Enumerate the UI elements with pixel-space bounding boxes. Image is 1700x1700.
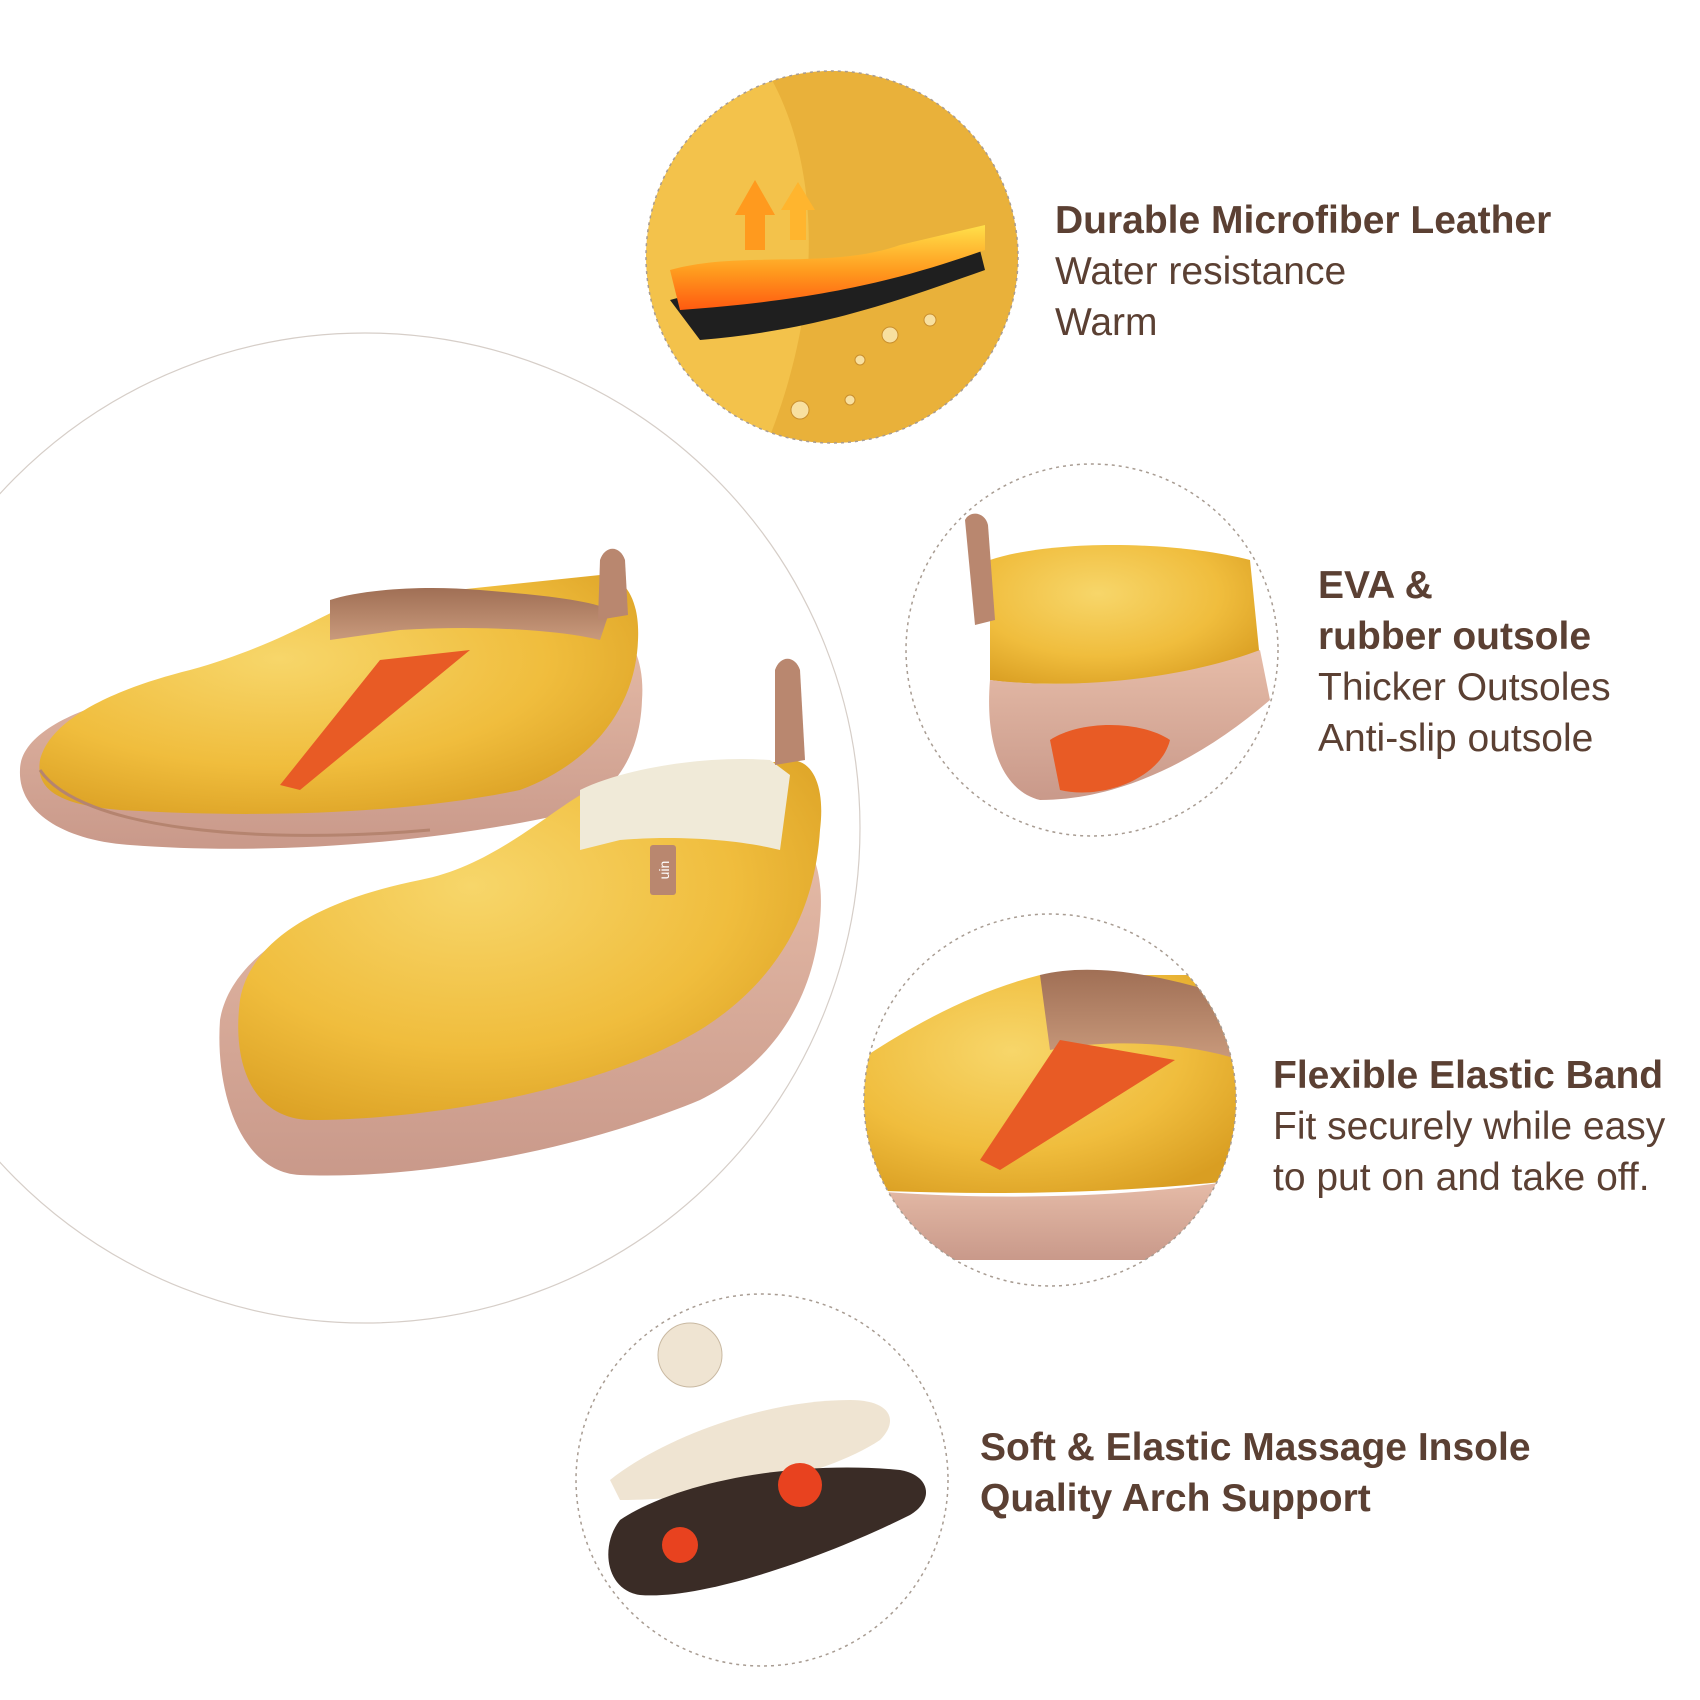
feature-insole: Soft & Elastic Massage Insole Quality Ar… [980, 1422, 1531, 1524]
outsole-detail-photo [905, 463, 1279, 837]
front-shoe: uin [219, 658, 822, 1176]
feature-title: Flexible Elastic Band [1273, 1054, 1664, 1097]
feature-title: Quality Arch Support [980, 1477, 1371, 1520]
feature-line: Anti-slip outsole [1318, 717, 1594, 760]
feature-line: Thicker Outsoles [1318, 666, 1611, 709]
feature-leather: Durable Microfiber Leather Water resista… [1055, 195, 1551, 348]
feature-line: Warm [1055, 301, 1158, 344]
feature-title: EVA & [1318, 564, 1433, 607]
main-product-circle [0, 332, 861, 1324]
feature-outsole: EVA & rubber outsole Thicker Outsoles An… [1318, 560, 1611, 764]
feature-line: to put on and take off. [1273, 1156, 1650, 1199]
leather-detail-photo [645, 70, 1019, 444]
insole-detail-photo [575, 1293, 949, 1667]
back-shoe [19, 548, 643, 849]
shoes-pair-photo: uin [19, 548, 822, 1176]
brand-label: uin [656, 861, 672, 880]
elastic-band-detail-photo [863, 913, 1237, 1287]
feature-title: Durable Microfiber Leather [1055, 199, 1552, 242]
brand-tag [650, 845, 676, 895]
feature-line: Fit securely while easy [1273, 1105, 1666, 1148]
feature-elastic-band: Flexible Elastic Band Fit securely while… [1273, 1050, 1665, 1203]
feature-title: Soft & Elastic Massage Insole [980, 1426, 1531, 1469]
feature-line: Water resistance [1055, 250, 1347, 293]
feature-title: rubber outsole [1318, 615, 1592, 658]
